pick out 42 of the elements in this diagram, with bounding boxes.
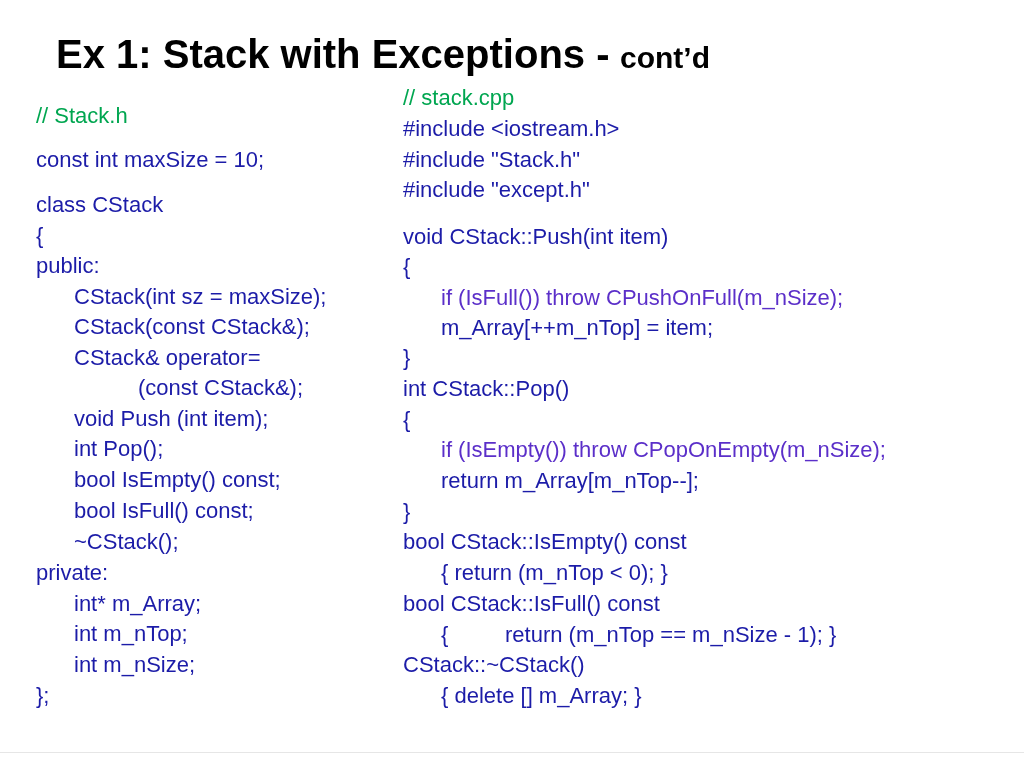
code-line: int m_nSize; bbox=[74, 652, 196, 678]
code-line: } bbox=[403, 345, 411, 371]
code-line: bool IsEmpty() const; bbox=[74, 467, 281, 493]
slide-title: Ex 1: Stack with Exceptions - bbox=[56, 31, 610, 78]
code-line: bool CStack::IsEmpty() const bbox=[403, 529, 687, 555]
code-line: ~CStack(); bbox=[74, 529, 179, 555]
code-line: #include "except.h" bbox=[403, 177, 590, 203]
code-line: bool IsFull() const; bbox=[74, 498, 254, 524]
code-line: } bbox=[403, 499, 411, 525]
code-line: (const CStack&); bbox=[138, 375, 304, 401]
code-line: { delete [] m_Array; } bbox=[441, 683, 642, 709]
code-line: CStack(int sz = maxSize); bbox=[74, 284, 327, 310]
code-line: bool CStack::IsFull() const bbox=[403, 591, 660, 617]
code-line: { bbox=[441, 622, 449, 648]
code-line: #include "Stack.h" bbox=[403, 147, 581, 173]
code-line: CStack::~CStack() bbox=[403, 652, 585, 678]
code-line: { bbox=[403, 407, 411, 433]
code-line: private: bbox=[36, 560, 109, 586]
code-line: CStack(const CStack&); bbox=[74, 314, 310, 340]
code-line: m_Array[++m_nTop] = item; bbox=[441, 315, 714, 341]
code-line: if (IsFull()) throw CPushOnFull(m_nSize); bbox=[441, 285, 844, 311]
code-line: if (IsEmpty()) throw CPopOnEmpty(m_nSize); bbox=[441, 437, 886, 463]
code-line: int Pop(); bbox=[74, 436, 164, 462]
code-line: const int maxSize = 10; bbox=[36, 147, 265, 173]
code-line: void CStack::Push(int item) bbox=[403, 224, 669, 250]
code-line: return (m_nTop == m_nSize - 1); } bbox=[505, 622, 837, 648]
code-line: int CStack::Pop() bbox=[403, 376, 570, 402]
code-line: int m_nTop; bbox=[74, 621, 188, 647]
code-line: { return (m_nTop < 0); } bbox=[441, 560, 668, 586]
code-line: CStack& operator= bbox=[74, 345, 261, 371]
code-line: int* m_Array; bbox=[74, 591, 202, 617]
code-comment: // stack.cpp bbox=[403, 85, 515, 111]
code-line: return m_Array[m_nTop--]; bbox=[441, 468, 699, 494]
code-comment: // Stack.h bbox=[36, 103, 128, 129]
code-line: { bbox=[36, 223, 44, 249]
title-suffix: cont’d bbox=[620, 40, 710, 76]
code-line: }; bbox=[36, 683, 50, 709]
code-line: { bbox=[403, 254, 411, 280]
code-line: void Push (int item); bbox=[74, 406, 269, 432]
code-line: public: bbox=[36, 253, 100, 279]
code-line: #include <iostream.h> bbox=[403, 116, 620, 142]
code-line: class CStack bbox=[36, 192, 164, 218]
